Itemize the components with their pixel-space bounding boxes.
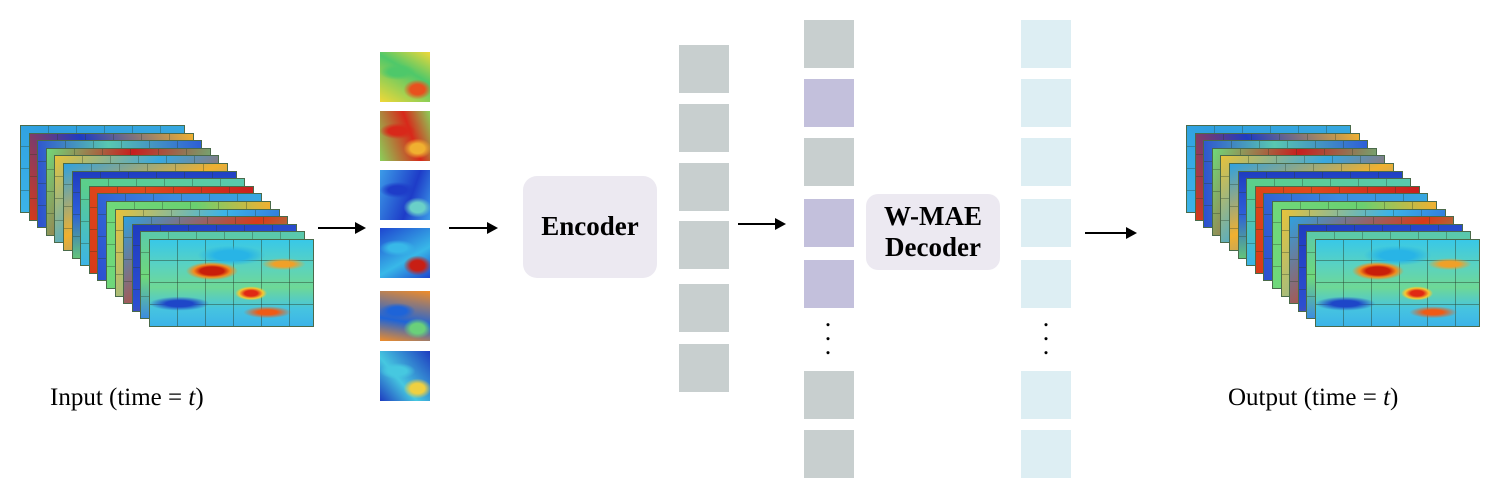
decoder-label-line2: Decoder [885,232,981,262]
arrow-input-to-patches [318,222,366,234]
encoded-token-visible [679,45,729,93]
input-frame [149,239,314,327]
decoder-output-ellipsis: ... [1042,303,1050,360]
output-label: Output (time = t) [1228,384,1399,411]
decoder-input-token-masked [804,199,854,247]
input-patch [380,351,430,401]
decoder-output-token-out [1021,430,1071,478]
input-patch [380,291,430,341]
decoder-input-token-visible [804,138,854,186]
arrow-decoder-to-output [1085,227,1137,239]
output-frame [1315,239,1480,327]
encoded-token-visible [679,284,729,332]
decoder-input-token-visible [804,20,854,68]
decoder-input-token-visible [804,371,854,419]
decoder-input-token-visible [804,430,854,478]
encoded-token-visible [679,163,729,211]
arrow-encoder-to-decoder [738,218,786,230]
input-patch [380,52,430,102]
encoder-box: Encoder [523,176,657,278]
arrow-patches-to-encoder [449,222,498,234]
decoder-output-token-out [1021,138,1071,186]
input-label: Input (time = t) [50,384,204,411]
decoder-label-line1: W-MAE [884,200,982,231]
encoded-token-visible [679,104,729,152]
decoder-input-ellipsis: ... [824,303,832,360]
decoder-output-token-out [1021,260,1071,308]
decoder-output-token-out [1021,79,1071,127]
encoded-token-visible [679,221,729,269]
decoder-input-token-masked [804,260,854,308]
decoder-box: W-MAE Decoder [866,194,1000,270]
input-patch [380,170,430,220]
encoder-label: Encoder [541,211,639,242]
decoder-output-token-out [1021,20,1071,68]
input-patch [380,111,430,161]
decoder-output-token-out [1021,199,1071,247]
decoder-output-token-out [1021,371,1071,419]
input-patch [380,228,430,278]
encoded-token-visible [679,344,729,392]
decoder-input-token-masked [804,79,854,127]
